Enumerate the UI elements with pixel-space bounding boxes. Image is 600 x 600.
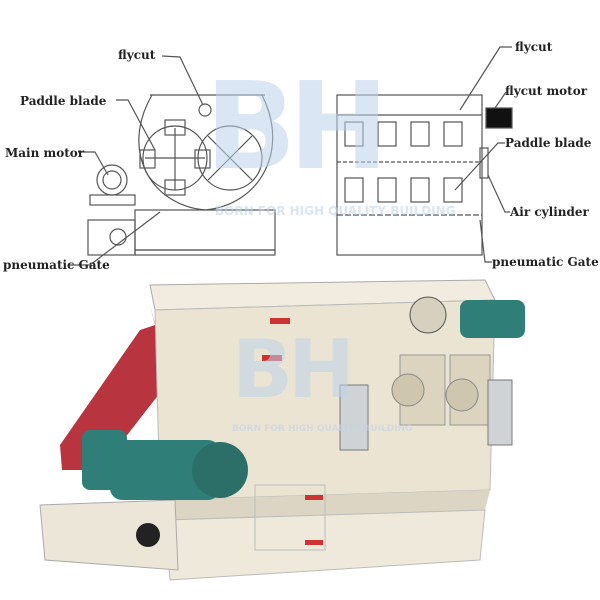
- label-paddle-blade-side: Paddle blade: [20, 94, 107, 108]
- mixer-photo: [39, 279, 525, 581]
- watermark-logo: BH: [205, 58, 389, 197]
- front-view-drawing: [336, 46, 513, 263]
- label-air-cylinder: Air cylinder: [510, 205, 589, 219]
- label-main-motor: Main motor: [5, 146, 85, 160]
- label-pneumatic-gate-side: pneumatic Gate: [3, 258, 110, 272]
- side-view-drawing: [70, 55, 276, 266]
- watermark-logo-photo: BH: [232, 323, 355, 416]
- label-flycut-motor: flycut motor: [505, 84, 588, 98]
- label-flycut-side: flycut: [118, 48, 156, 62]
- label-pneumatic-gate-front: pneumatic Gate: [492, 255, 599, 269]
- label-paddle-blade-front: Paddle blade: [505, 136, 592, 150]
- watermark-slogan-photo: BORN FOR HIGH QUALITY BUILDING: [232, 424, 413, 434]
- watermark-slogan: BORN FOR HIGH QUALITY BUILDING: [215, 204, 456, 218]
- label-flycut-front: flycut: [515, 40, 553, 54]
